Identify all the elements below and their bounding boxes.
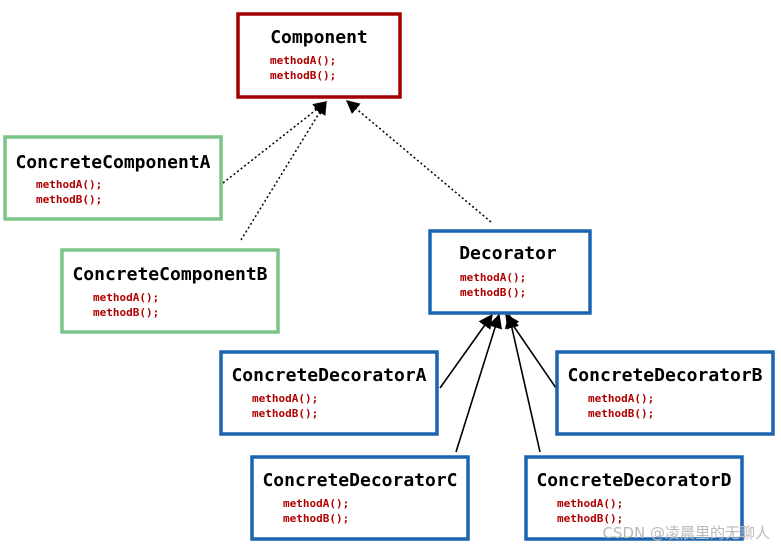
edge-concrete-component-b-to-component — [240, 100, 327, 241]
node-concrete-decorator-b: ConcreteDecoratorB methodA(); methodB(); — [555, 350, 775, 436]
node-decorator: Decorator methodA(); methodB(); — [428, 229, 592, 315]
node-method: methodB(); — [283, 512, 349, 525]
edges-layer — [222, 100, 557, 453]
edge-decorator-to-component — [345, 100, 492, 223]
node-box — [555, 350, 775, 436]
node-method: methodB(); — [252, 407, 318, 420]
edge-concrete-decorator-d-to-decorator — [504, 313, 541, 453]
node-box — [3, 135, 223, 221]
node-title: ConcreteComponentB — [72, 264, 267, 285]
node-title: ConcreteDecoratorC — [262, 470, 457, 491]
nodes-layer: ComponentmethodA();methodB();ConcreteCom… — [3, 12, 775, 541]
node-component: Component methodA(); methodB(); — [236, 12, 402, 99]
node-box — [428, 229, 592, 315]
node-method: methodA(); — [557, 497, 623, 510]
edge-concrete-decorator-a-to-decorator — [439, 313, 493, 389]
node-method: methodA(); — [460, 271, 526, 284]
node-concrete-decorator-c: ConcreteDecoratorC methodA(); methodB(); — [250, 455, 470, 541]
node-title: ConcreteDecoratorB — [567, 365, 762, 386]
node-title: ConcreteDecoratorD — [536, 470, 731, 491]
node-title: Component — [270, 27, 368, 48]
node-box — [524, 455, 744, 541]
node-box — [219, 350, 439, 436]
edge-concrete-component-a-to-component — [222, 101, 328, 184]
node-method: methodA(); — [588, 392, 654, 405]
node-method: methodB(); — [557, 512, 623, 525]
node-method: methodB(); — [270, 69, 336, 82]
node-box — [250, 455, 470, 541]
node-method: methodB(); — [460, 286, 526, 299]
node-title: ConcreteDecoratorA — [231, 365, 426, 386]
node-concrete-component-b: ConcreteComponentB methodA(); methodB(); — [60, 248, 280, 334]
node-method: methodB(); — [588, 407, 654, 420]
node-method: methodA(); — [270, 54, 336, 67]
node-concrete-decorator-a: ConcreteDecoratorA methodA(); methodB(); — [219, 350, 439, 436]
node-method: methodB(); — [36, 193, 102, 206]
node-method: methodA(); — [93, 291, 159, 304]
node-method: methodA(); — [283, 497, 349, 510]
node-concrete-decorator-d: ConcreteDecoratorD methodA(); methodB(); — [524, 455, 744, 541]
edge-concrete-decorator-c-to-decorator — [455, 313, 502, 453]
edge-concrete-decorator-b-to-decorator — [505, 313, 557, 389]
node-box — [60, 248, 280, 334]
node-box — [236, 12, 402, 99]
watermark: CSDN @凌晨里的无聊人 — [602, 524, 770, 542]
node-method: methodA(); — [252, 392, 318, 405]
node-method: methodB(); — [93, 306, 159, 319]
node-title: ConcreteComponentA — [15, 152, 210, 173]
node-concrete-component-a: ConcreteComponentA methodA(); methodB(); — [3, 135, 223, 221]
node-method: methodA(); — [36, 178, 102, 191]
node-title: Decorator — [459, 243, 557, 264]
